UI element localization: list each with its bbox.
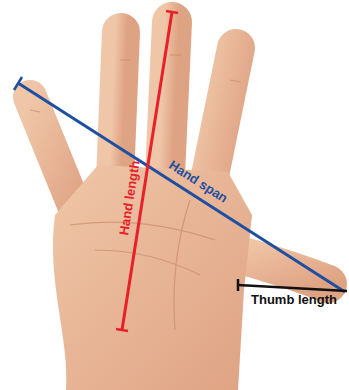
ring-finger [115,32,121,180]
thumb-length-line [238,285,347,291]
hand-span-line [18,83,345,292]
index-finger [208,48,236,185]
measure-lines [14,11,347,331]
palm-creases [30,55,241,330]
thumb-length-label: Thumb length [251,293,337,307]
